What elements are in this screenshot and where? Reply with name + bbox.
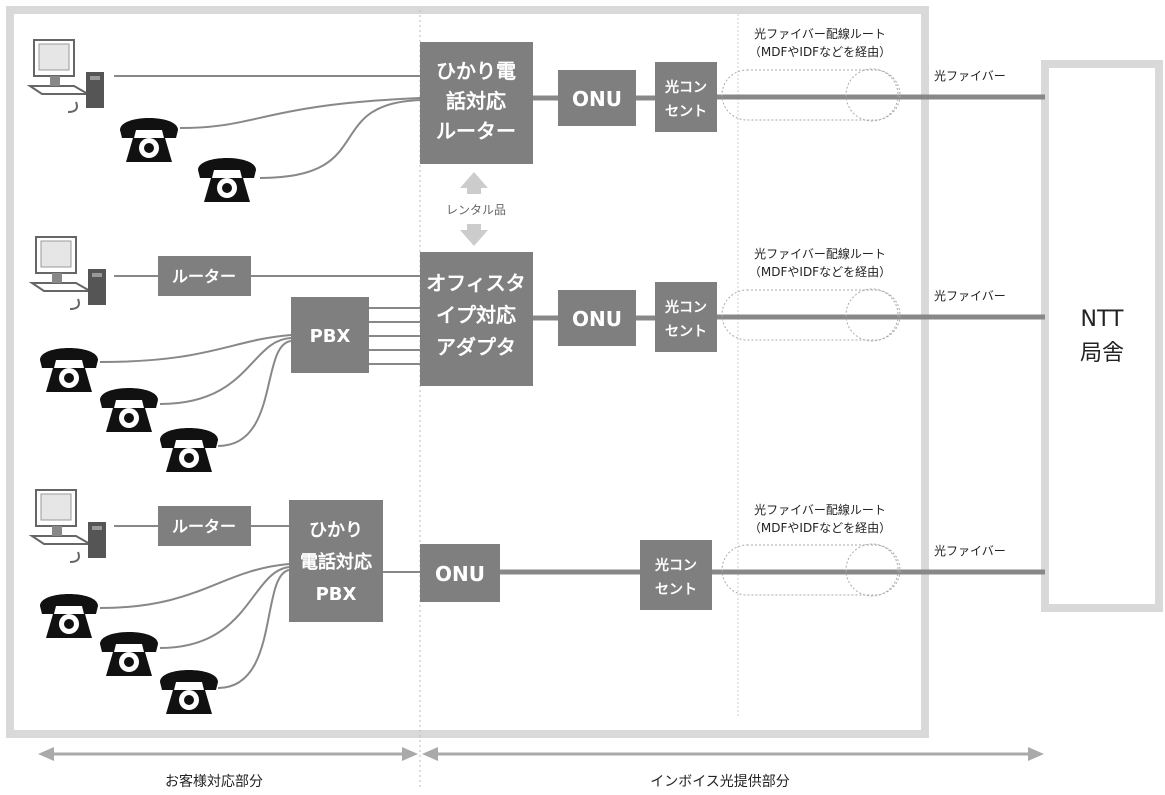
onu-label: ONU xyxy=(572,87,622,111)
arrow-right-icon xyxy=(1028,747,1044,761)
hikari-router-label: 話対応 xyxy=(446,89,506,113)
hikari-pbx-box xyxy=(289,500,383,622)
arrow-down-icon xyxy=(460,224,488,246)
phone-cable xyxy=(159,566,290,649)
customer-part-label: お客様対応部分 xyxy=(165,773,263,790)
route-loop xyxy=(845,543,899,597)
fiber-label: 光ファイバー xyxy=(934,544,1006,558)
computer-icon xyxy=(29,39,105,113)
arrow-right-icon xyxy=(402,747,418,761)
onu-label: ONU xyxy=(572,307,622,331)
optical-outlet-box xyxy=(655,282,717,352)
optical-outlet-label: 光コン xyxy=(664,79,707,96)
router-label: ルーター xyxy=(172,267,236,286)
hikari-pbx-label: 電話対応 xyxy=(300,551,372,573)
hikari-router-box xyxy=(420,42,533,164)
router-box xyxy=(158,506,251,546)
route-label: （MDFやIDFなどを経由） xyxy=(749,265,891,279)
route-label: 光ファイバー配線ルート xyxy=(754,26,886,41)
ntt-office-box xyxy=(1041,60,1163,612)
phone-cable xyxy=(179,97,421,129)
computer-icon xyxy=(31,489,107,563)
arrow-up-icon xyxy=(460,172,488,194)
provider-part-label: インボイス光提供部分 xyxy=(650,774,790,790)
phone-cable xyxy=(217,569,290,689)
telephone-icon xyxy=(160,670,218,714)
hikari-router-label: ひかり電 xyxy=(436,59,516,83)
onu-box xyxy=(558,70,636,126)
computer-icon xyxy=(31,236,107,310)
fiber-label: 光ファイバー xyxy=(934,289,1006,303)
phone-cable xyxy=(99,334,292,363)
arrow-left-icon xyxy=(38,747,54,761)
route-loop xyxy=(721,289,901,341)
telephone-icon xyxy=(198,158,256,202)
router-label: ルーター xyxy=(172,517,236,536)
arrow-left-icon xyxy=(422,747,438,761)
telephone-icon xyxy=(40,348,98,392)
optical-outlet-label: 光コン xyxy=(664,299,707,316)
route-loop xyxy=(721,544,901,596)
phone-cable xyxy=(99,563,290,609)
ntt-label: NTT xyxy=(1081,307,1125,332)
router-box xyxy=(158,256,251,296)
telephone-icon xyxy=(120,118,178,162)
telephone-icon xyxy=(160,428,218,472)
optical-outlet-label: セント xyxy=(665,324,707,340)
telephone-icon xyxy=(40,594,98,638)
hikari-pbx-label: PBX xyxy=(316,584,357,605)
route-loop xyxy=(845,68,899,122)
hikari-router-label: ルーター xyxy=(436,119,516,143)
telephone-icon xyxy=(100,632,158,676)
phone-cable xyxy=(259,99,421,179)
optical-outlet-label: 光コン xyxy=(654,557,697,574)
optical-outlet-label: セント xyxy=(655,582,697,598)
office-adapter-label: イプ対応 xyxy=(436,303,516,327)
optical-outlet-label: セント xyxy=(665,104,707,120)
onu-box xyxy=(558,290,636,346)
route-label: 光ファイバー配線ルート xyxy=(754,502,886,517)
rental-label: レンタル品 xyxy=(446,203,506,217)
office-adapter-label: アダプタ xyxy=(436,335,516,359)
ntt-office-label: 局舎 xyxy=(1080,341,1124,366)
route-label: 光ファイバー配線ルート xyxy=(754,246,886,261)
telephone-icon xyxy=(100,388,158,432)
office-adapter-box xyxy=(420,252,533,386)
fiber-label: 光ファイバー xyxy=(934,69,1006,83)
optical-outlet-box xyxy=(640,540,712,610)
phone-cable xyxy=(217,340,292,447)
onu-box xyxy=(420,544,500,602)
pbx-label: PBX xyxy=(310,326,351,347)
route-loop xyxy=(721,69,901,121)
pbx-box xyxy=(291,297,369,373)
route-label: （MDFやIDFなどを経由） xyxy=(749,45,891,59)
phone-cable xyxy=(159,337,292,405)
onu-label: ONU xyxy=(435,562,485,586)
hikari-pbx-label: ひかり xyxy=(309,520,363,541)
optical-outlet-box xyxy=(655,62,717,132)
route-label: （MDFやIDFなどを経由） xyxy=(749,521,891,535)
route-loop xyxy=(845,288,899,342)
customer-premises-frame xyxy=(6,6,929,738)
office-adapter-label: オフィスタ xyxy=(426,271,526,295)
